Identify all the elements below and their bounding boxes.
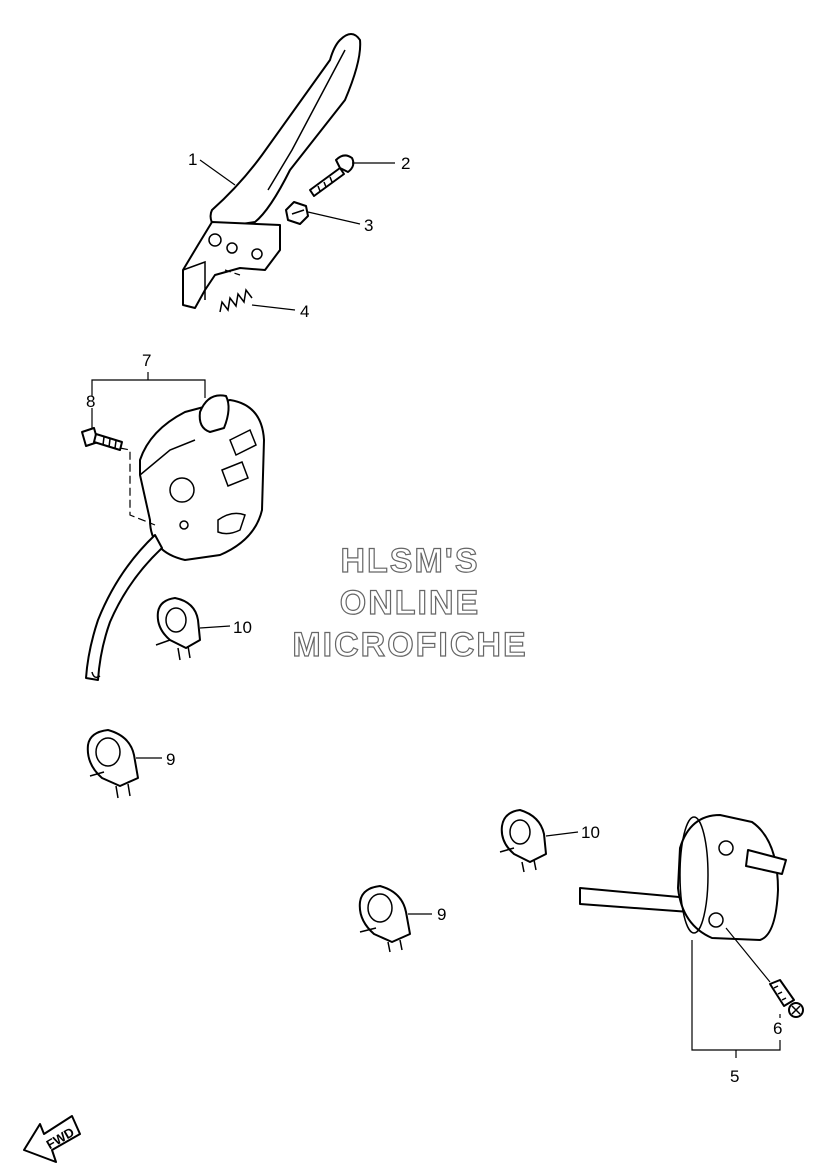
watermark: HLSM'S ONLINE MICROFICHE [292, 541, 527, 664]
callout-7: 7 [142, 351, 151, 370]
callout-1: 1 [188, 150, 197, 169]
callout-9: 9 [166, 750, 175, 769]
screw [81, 427, 123, 451]
callout-10: 10 [233, 618, 252, 637]
nut [285, 201, 309, 225]
callout-9: 9 [437, 905, 446, 924]
screw [725, 927, 804, 1018]
clamp [155, 597, 201, 661]
right-switch-housing [579, 814, 787, 941]
clamp [499, 809, 547, 873]
watermark-line-1: HLSM'S [340, 542, 479, 580]
watermark-line-3: MICROFICHE [292, 626, 527, 664]
callout-2: 2 [401, 154, 410, 173]
arrow-left-icon [23, 1115, 81, 1163]
callout-5: 5 [730, 1067, 739, 1086]
callout-6: 6 [773, 1019, 782, 1038]
callout-3: 3 [364, 216, 373, 235]
callout-10: 10 [581, 823, 600, 842]
callout-4: 4 [300, 302, 309, 321]
clamp [86, 729, 139, 799]
spring [219, 269, 253, 313]
left-switch-housing [85, 394, 265, 681]
fwd-indicator: FWD [23, 1115, 81, 1163]
watermark-line-2: ONLINE [340, 584, 480, 622]
clamp [358, 885, 411, 953]
callout-8: 8 [86, 392, 95, 411]
bolt [309, 154, 355, 197]
lever [182, 33, 362, 309]
